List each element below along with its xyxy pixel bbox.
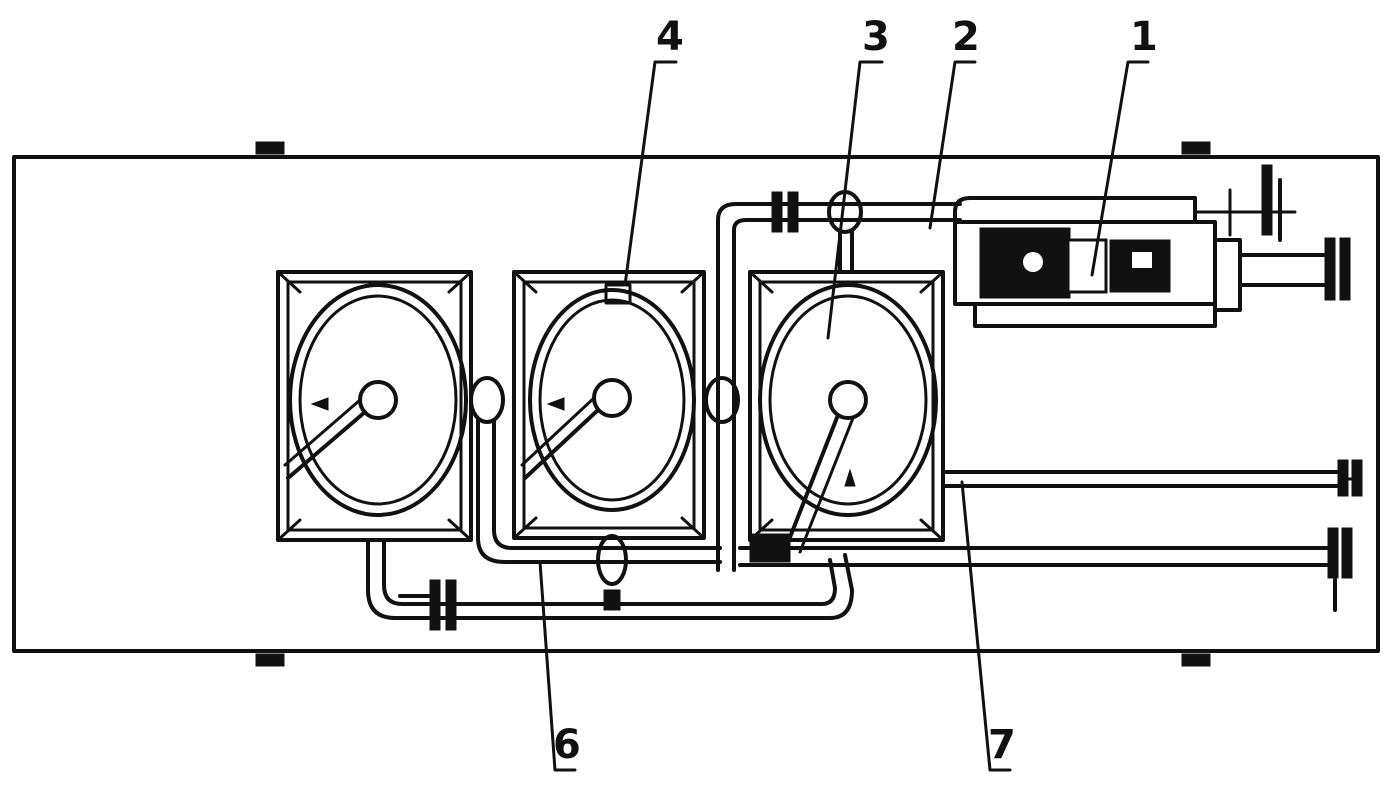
tank-right — [748, 270, 945, 554]
tank-middle — [512, 270, 706, 540]
pipe-lower-6 — [366, 418, 1353, 631]
pipe-outlet-7 — [941, 459, 1363, 497]
connector-right — [704, 376, 740, 424]
lug-bottom-left — [255, 653, 285, 667]
callout-2: 2 — [928, 14, 980, 230]
label-2: 2 — [952, 14, 980, 60]
callout-6: 6 — [538, 560, 581, 772]
pipe-top — [716, 190, 1197, 572]
base-frame — [12, 155, 1380, 653]
lug-top-right — [1181, 141, 1211, 155]
tank-left — [276, 270, 473, 542]
lug-bottom-right — [1181, 653, 1211, 667]
callout-3: 3 — [826, 14, 890, 340]
label-4: 4 — [656, 14, 684, 60]
label-7: 7 — [988, 722, 1016, 768]
label-3: 3 — [862, 14, 890, 60]
label-6: 6 — [553, 722, 581, 768]
callout-7: 7 — [960, 480, 1016, 772]
callout-1: 1 — [1090, 14, 1158, 277]
connector-left — [469, 376, 505, 424]
callout-4: 4 — [623, 14, 684, 287]
label-1: 1 — [1130, 14, 1158, 60]
lug-top-left — [255, 141, 285, 155]
pump-unit — [953, 164, 1351, 328]
